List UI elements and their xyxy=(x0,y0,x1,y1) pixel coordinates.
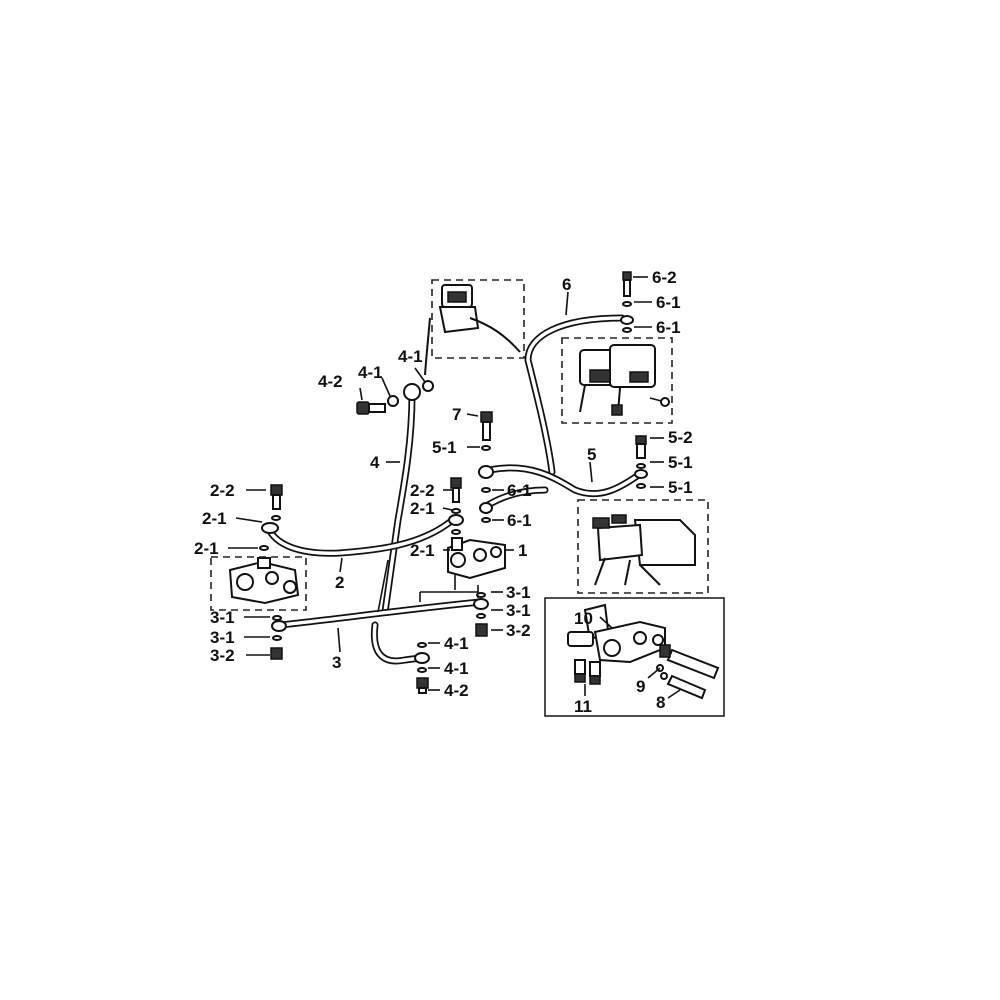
rear-caliper-top xyxy=(579,271,670,416)
caliper-box-mid xyxy=(577,499,709,594)
hose-5 xyxy=(486,464,644,498)
leader-lines xyxy=(228,276,681,699)
label-3-1-d: 3-1 xyxy=(210,628,235,647)
label-2-1-a: 2-1 xyxy=(202,509,227,528)
label-4-1-a: 4-1 xyxy=(358,363,383,382)
fittings-4-bottom xyxy=(414,642,430,694)
washer-4-1-a xyxy=(387,395,399,407)
label-2-1-c: 2-1 xyxy=(194,539,219,558)
banjo-bolt-4-2-top xyxy=(356,401,386,415)
washer-4-1-b xyxy=(422,380,434,392)
front-master-cylinder xyxy=(424,284,521,376)
label-6-1-c: 6-1 xyxy=(507,481,532,500)
bolt-2-2-mid xyxy=(448,477,464,535)
label-3-1-c: 3-1 xyxy=(210,608,235,627)
label-7: 7 xyxy=(452,405,461,424)
label-5-1-a: 5-1 xyxy=(668,453,693,472)
fittings-3-left xyxy=(270,615,287,660)
label-11: 11 xyxy=(574,697,592,716)
hose-3 xyxy=(276,598,484,629)
label-6-1-d: 6-1 xyxy=(507,511,532,530)
part-labels: 6-2 6-1 6-1 6 4-2 4-1 4-1 7 5-1 5-2 5-1 … xyxy=(194,268,693,716)
hose-6 xyxy=(524,314,626,476)
label-5: 5 xyxy=(587,445,596,464)
label-8: 8 xyxy=(656,693,665,712)
label-4-1-b: 4-1 xyxy=(398,347,423,366)
hose-4-lower xyxy=(370,621,424,665)
label-6-1-mid: 6-1 xyxy=(656,318,681,337)
label-10: 10 xyxy=(574,609,593,628)
hose-2 xyxy=(264,518,454,557)
label-6-2: 6-2 xyxy=(652,268,677,287)
rear-caliper-box-top xyxy=(561,337,673,424)
junction-bolt-7 xyxy=(478,411,494,523)
hose-connector-line xyxy=(377,559,389,613)
delay-valve-box xyxy=(210,556,307,611)
label-3: 3 xyxy=(332,653,341,672)
front-master-cylinder-box xyxy=(431,279,525,359)
master-cylinder-inset xyxy=(567,603,720,700)
label-1: 1 xyxy=(518,541,527,560)
label-4-1-c: 4-1 xyxy=(444,634,469,653)
label-6: 6 xyxy=(562,275,571,294)
three-way-valve-1 xyxy=(419,537,506,602)
label-4-1-d: 4-1 xyxy=(444,659,469,678)
label-2-2-left: 2-2 xyxy=(210,481,235,500)
banjo-fitting-4 xyxy=(403,383,421,401)
label-3-1-b: 3-1 xyxy=(506,601,531,620)
fittings-3-right xyxy=(473,592,489,637)
hose-4 xyxy=(381,391,416,616)
label-3-2-left: 3-2 xyxy=(210,646,235,665)
caliper-mid xyxy=(592,435,696,586)
label-3-1-a: 3-1 xyxy=(506,583,531,602)
label-9: 9 xyxy=(636,677,645,696)
hose-6-lower xyxy=(484,486,549,509)
label-4-2-top: 4-2 xyxy=(318,372,343,391)
label-4-2-bottom: 4-2 xyxy=(444,681,469,700)
label-6-1-top: 6-1 xyxy=(656,293,681,312)
label-3-2-right: 3-2 xyxy=(506,621,531,640)
label-5-1-b: 5-1 xyxy=(668,478,693,497)
label-5-2: 5-2 xyxy=(668,428,693,447)
label-2-1-b: 2-1 xyxy=(410,499,435,518)
label-2-1-d: 2-1 xyxy=(410,541,435,560)
label-5-1-top: 5-1 xyxy=(432,438,457,457)
label-4: 4 xyxy=(370,453,380,472)
master-cylinder-inset-box xyxy=(544,597,725,717)
label-2: 2 xyxy=(335,573,344,592)
delay-valve xyxy=(228,557,300,605)
label-2-2-mid: 2-2 xyxy=(410,481,435,500)
bolt-2-2-left xyxy=(259,484,283,551)
